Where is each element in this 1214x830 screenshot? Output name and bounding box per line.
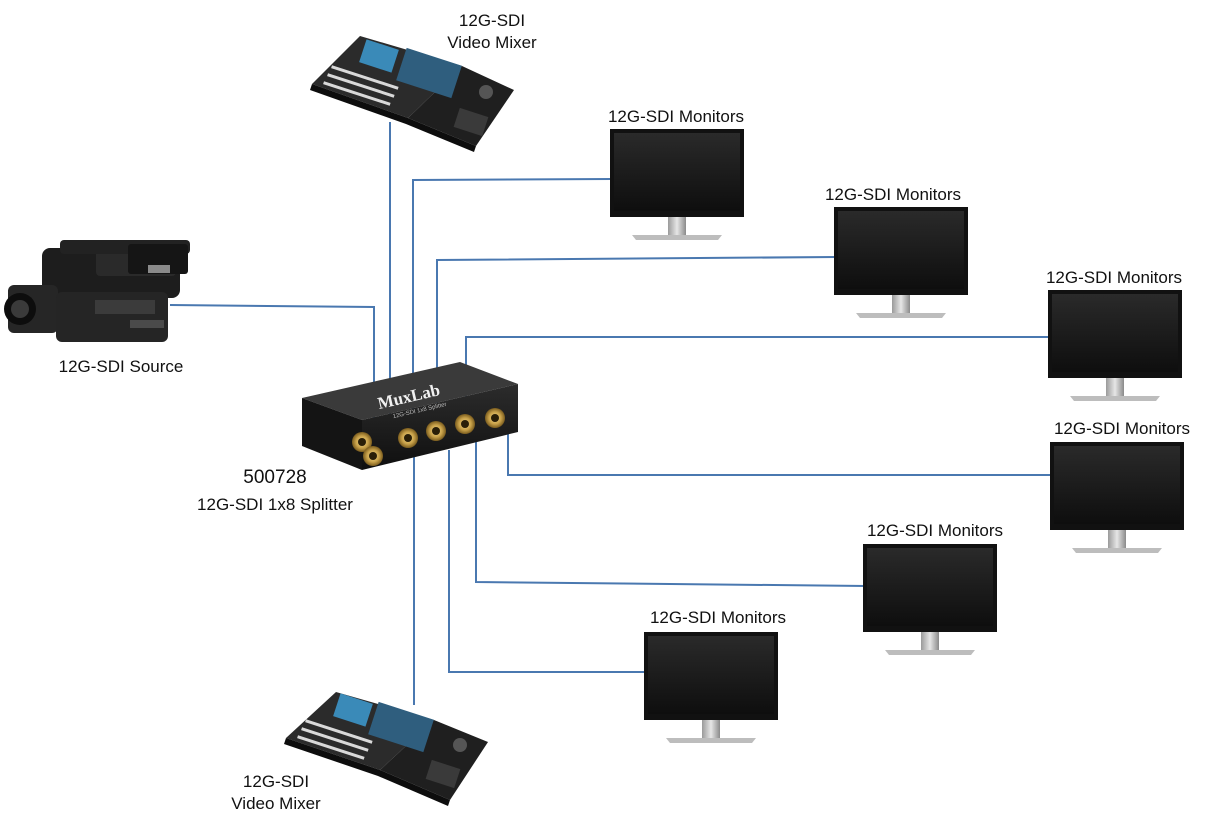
mixer-top-label-line2: Video Mixer bbox=[447, 33, 537, 52]
splitter-description-label: 12G-SDI 1x8 Splitter bbox=[197, 495, 353, 514]
monitor-label-3: 12G-SDI Monitors bbox=[1045, 268, 1183, 287]
video-mixer-bottom-icon bbox=[284, 692, 488, 806]
monitor-label-6: 12G-SDI Monitors bbox=[649, 608, 787, 627]
cable-splitter-to-monitor-1 bbox=[412, 178, 613, 440]
cable-splitter-to-monitor-3 bbox=[465, 336, 1050, 425]
monitor-label-4: 12G-SDI Monitors bbox=[1053, 419, 1191, 438]
source-label: 12G-SDI Source bbox=[58, 357, 184, 376]
mixer-bottom-label: 12G-SDI Video Mixer bbox=[231, 771, 320, 815]
monitor-icon-6 bbox=[644, 632, 778, 743]
mixer-top-label-line1: 12G-SDI bbox=[458, 11, 526, 30]
monitor-label-5: 12G-SDI Monitors bbox=[866, 521, 1004, 540]
splitter-model-label: 500728 bbox=[243, 467, 307, 488]
mixer-bottom-label-line1: 12G-SDI bbox=[242, 772, 310, 791]
splitter-device: MuxLab 12G-SDI 1x8 Splitter bbox=[302, 362, 518, 470]
video-mixer-top-icon bbox=[310, 36, 514, 152]
cable-splitter-to-monitor-4 bbox=[507, 430, 1052, 476]
monitor-icon-3 bbox=[1048, 290, 1182, 401]
monitor-label-1: 12G-SDI Monitors bbox=[607, 107, 745, 126]
monitor-icon-1 bbox=[610, 129, 744, 240]
camera-source-icon bbox=[4, 240, 190, 342]
cable-splitter-to-monitor-6 bbox=[448, 450, 646, 673]
bnc-connectors bbox=[352, 408, 505, 466]
cable-splitter-to-monitor-5 bbox=[475, 442, 867, 587]
monitor-icon-4 bbox=[1050, 442, 1184, 553]
monitor-icon-5 bbox=[863, 544, 997, 655]
monitor-icon-2 bbox=[834, 207, 968, 318]
mixer-bottom-label-line2: Video Mixer bbox=[231, 794, 321, 813]
monitor-label-2: 12G-SDI Monitors bbox=[824, 185, 962, 204]
mixer-top-label: 12G-SDI Video Mixer bbox=[447, 10, 536, 54]
cable-lines bbox=[169, 122, 1052, 705]
